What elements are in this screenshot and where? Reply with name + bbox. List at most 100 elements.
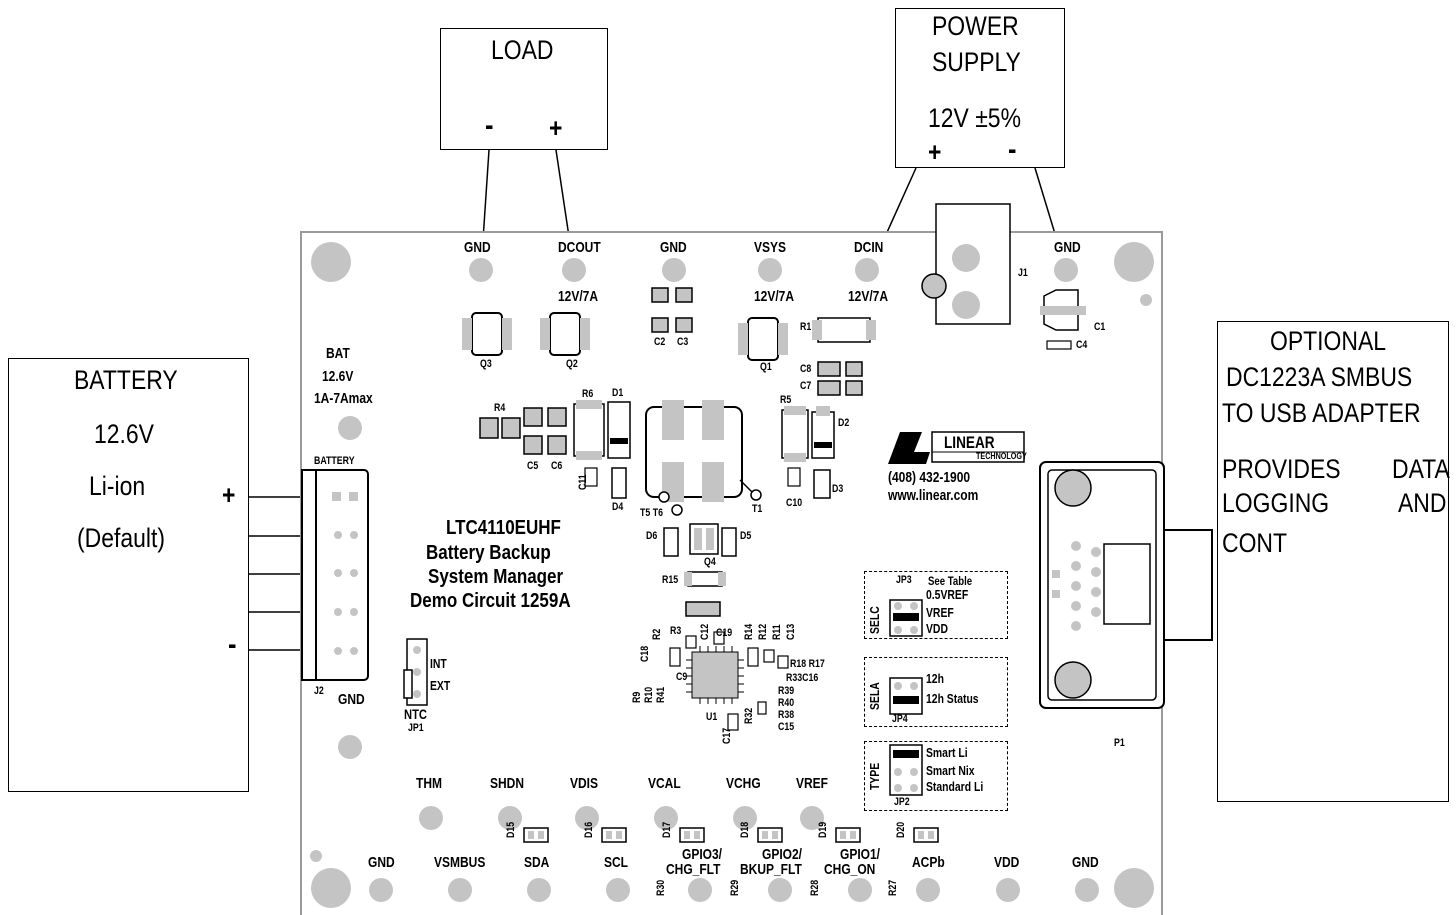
refdes-r14: R14: [743, 623, 755, 640]
terminal-gnd-1: GND: [464, 239, 491, 256]
battery-default: (Default): [77, 523, 166, 553]
jp2-option-2: Smart Nix: [926, 763, 975, 778]
refdes-r29: R29: [729, 879, 741, 896]
terminal-bkup-flt: BKUP_FLT: [740, 861, 802, 878]
refdes-c7: C7: [800, 380, 812, 392]
refdes-r1: R1: [800, 321, 812, 333]
pcb-board: [300, 231, 1163, 915]
refdes-u1: U1: [706, 711, 718, 723]
power-supply-line1: POWER: [932, 11, 1019, 41]
battery-minus-label: -: [228, 628, 237, 661]
mounting-hole-top-left: [311, 242, 351, 282]
adapter-desc-word1: PROVIDES: [1222, 454, 1341, 484]
rating-dcout: 12V/7A: [558, 288, 599, 305]
refdes-c19: C19: [716, 627, 733, 639]
terminal-sda: SDA: [524, 854, 550, 871]
terminal-shdn: SHDN: [490, 775, 525, 792]
jp3-side-label: SELC: [867, 606, 882, 634]
terminal-vsmbus: VSMBUS: [434, 854, 486, 871]
refdes-r30: R30: [655, 879, 667, 896]
power-supply-line2: SUPPLY: [932, 47, 1021, 77]
refdes-c9: C9: [676, 671, 688, 683]
battery-plus-label: +: [222, 480, 236, 510]
jp4-option-2: 12h Status: [926, 691, 979, 706]
refdes-c1: C1: [1094, 321, 1106, 333]
jp3-label: JP3: [896, 574, 912, 586]
refdes-r27: R27: [887, 879, 899, 896]
terminal-gnd-3: GND: [1054, 239, 1081, 256]
j1-label: J1: [1018, 267, 1028, 279]
jp4-side-label: SELA: [867, 682, 882, 710]
refdes-d19: D19: [817, 821, 829, 838]
refdes-d20: D20: [895, 821, 907, 838]
p1-label: P1: [1114, 737, 1125, 749]
refdes-d3: D3: [832, 483, 844, 495]
jp3-option-3: VDD: [926, 621, 948, 636]
terminal-gnd-left: GND: [338, 691, 365, 708]
adapter-line1: OPTIONAL: [1270, 326, 1387, 356]
refdes-r11: R11: [771, 624, 783, 640]
refdes-d2: D2: [838, 417, 850, 429]
refdes-c18: C18: [639, 645, 651, 662]
refdes-r32: R32: [743, 707, 755, 724]
adapter-desc-word5: CONT: [1222, 528, 1288, 558]
refdes-r39: R39: [778, 685, 795, 697]
power-supply-voltage: 12V ±5%: [928, 103, 1021, 133]
terminal-scl: SCL: [604, 854, 628, 871]
terminal-vdd: VDD: [994, 854, 1020, 871]
refdes-d15: D15: [505, 821, 517, 838]
adapter-line2: DC1223A SMBUS: [1226, 362, 1413, 392]
terminal-chg-on: CHG_ON: [824, 861, 876, 878]
load-plus-label: +: [549, 113, 563, 143]
bat-label: BAT: [326, 345, 350, 362]
bat-current: 1A-7Amax: [314, 390, 373, 407]
jp3-option-1: 0.5VREF: [926, 587, 969, 602]
jp4-group: [864, 657, 1008, 727]
mounting-hole-top-right: [1114, 242, 1154, 282]
battery-box: BATTERY 12.6V Li-ion (Default): [8, 358, 249, 792]
terminal-dcout: DCOUT: [558, 239, 601, 256]
terminal-vsys: VSYS: [754, 239, 787, 256]
refdes-r6: R6: [582, 388, 594, 400]
refdes-c17: C17: [721, 727, 733, 744]
refdes-r3: R3: [670, 625, 682, 637]
load-title: LOAD: [491, 35, 554, 65]
ntc-ext-label: EXT: [430, 678, 451, 693]
terminal-gpio1: GPIO1/: [840, 846, 881, 863]
mounting-hole-bottom-right: [1114, 868, 1154, 908]
refdes-q1: Q1: [760, 361, 772, 373]
refdes-t5-t6: T5 T6: [640, 507, 663, 519]
terminal-gnd-2: GND: [660, 239, 687, 256]
adapter-desc-word2: DATA: [1392, 454, 1450, 484]
ntc-int-label: INT: [430, 656, 447, 671]
jp2-side-label: TYPE: [867, 762, 882, 790]
refdes-r10: R10: [643, 686, 655, 703]
jp2-group: [864, 741, 1008, 811]
refdes-d18: D18: [739, 821, 751, 838]
refdes-d17: D17: [661, 821, 673, 838]
mounting-hole-bottom-left: [311, 868, 351, 908]
adapter-line3: TO USB ADAPTER: [1222, 398, 1421, 428]
terminal-vcal: VCAL: [648, 775, 681, 792]
refdes-r28: R28: [809, 879, 821, 896]
j2-label: J2: [314, 685, 324, 697]
refdes-r12: R12: [757, 623, 769, 640]
jp4-option-1: 12h: [926, 671, 944, 686]
phone-number: (408) 432-1900: [888, 469, 971, 486]
refdes-r41: R41: [655, 686, 667, 703]
refdes-r18-r17: R18 R17: [790, 658, 825, 670]
board-title-line3: System Manager: [428, 566, 564, 588]
power-supply-plus-label: +: [928, 137, 942, 167]
refdes-c8: C8: [800, 363, 812, 375]
refdes-r4: R4: [494, 402, 506, 414]
refdes-c5: C5: [527, 460, 539, 472]
rating-vsys: 12V/7A: [754, 288, 795, 305]
refdes-q3: Q3: [480, 358, 492, 370]
refdes-r5: R5: [780, 394, 792, 406]
jp1-label: JP1: [408, 722, 424, 734]
website: www.linear.com: [888, 487, 979, 504]
terminal-acpb: ACPb: [912, 854, 945, 871]
terminal-gpio3: GPIO3/: [682, 846, 723, 863]
